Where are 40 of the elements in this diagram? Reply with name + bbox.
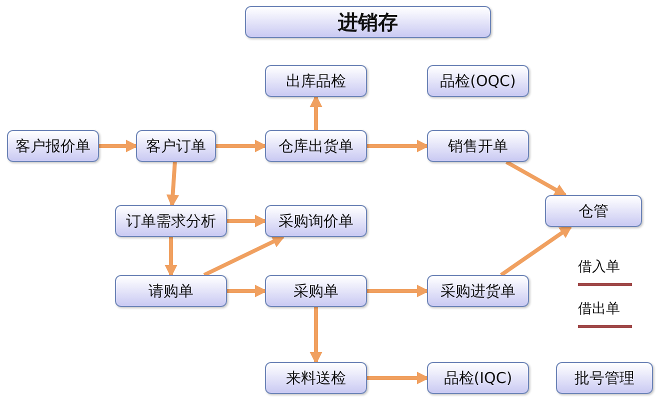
process-box [115, 275, 227, 307]
box-label: 采购单 [294, 282, 338, 300]
process-box [265, 362, 367, 394]
process-box [427, 362, 529, 394]
box-label: 客户报价单 [16, 136, 90, 156]
process-box [427, 275, 529, 307]
process-box [7, 130, 99, 162]
process-box [265, 205, 367, 237]
process-box [265, 275, 367, 307]
diagram-title: 进销存 [338, 8, 398, 36]
process-box [427, 65, 529, 97]
process-box [265, 130, 367, 162]
process-box [556, 362, 653, 394]
box-label: 品检(OQC) [440, 72, 516, 90]
box-label: 请购单 [148, 282, 194, 300]
process-box [265, 65, 367, 97]
box-label: 仓管 [578, 202, 608, 220]
arrow [500, 225, 572, 277]
box-label: 出库品检 [286, 72, 346, 90]
process-box [545, 195, 642, 227]
box-label: 仓库出货单 [278, 136, 354, 156]
process-box [136, 130, 216, 162]
box-label: 销售开单 [448, 136, 508, 156]
box-label: 品检(IQC) [444, 368, 512, 388]
arrow [310, 94, 322, 130]
arrow [505, 160, 568, 197]
arrow [203, 235, 286, 277]
arrow [164, 237, 178, 278]
box-label: 采购进货单 [440, 282, 516, 300]
box-label: 批号管理 [574, 368, 634, 388]
box-label: 订单需求分析 [126, 212, 216, 230]
process-box [115, 205, 227, 237]
legend-label: 借入单 [578, 258, 620, 276]
box-label: 来料送检 [286, 368, 346, 388]
box-label: 采购询价单 [278, 212, 354, 230]
legend-label: 借出单 [578, 300, 620, 318]
arrow [310, 307, 322, 365]
box-label: 客户订单 [146, 136, 206, 156]
process-box [427, 130, 529, 162]
arrow [166, 162, 180, 208]
